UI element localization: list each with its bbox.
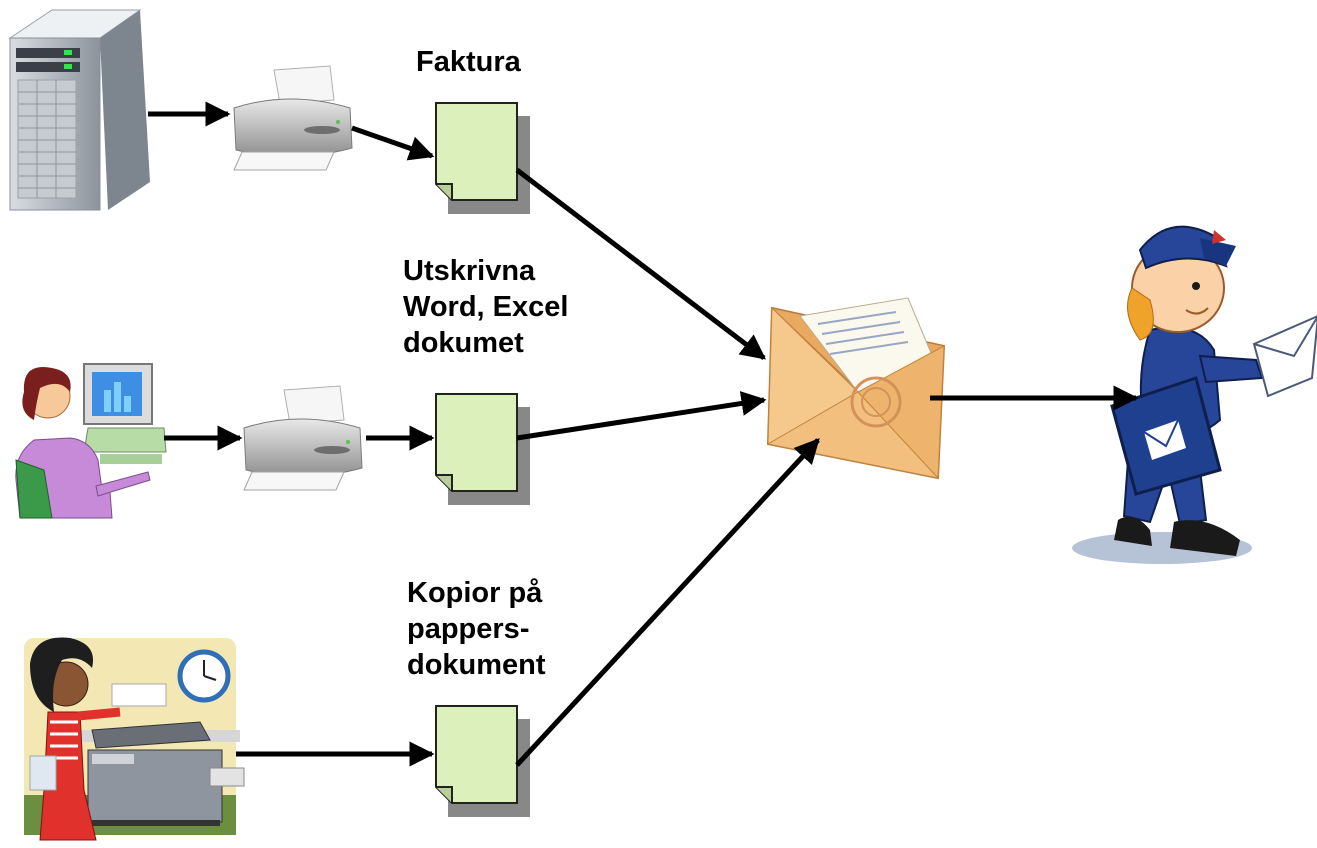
arrow-word-doc-to-envelope (516, 391, 767, 441)
printer-icon (233, 65, 353, 171)
document-icon (435, 393, 530, 505)
document-icon (435, 102, 530, 214)
document-icon (435, 705, 530, 817)
label-faktura: Faktura (416, 44, 521, 80)
arrow-printer-to-faktura (351, 125, 435, 161)
mail-carrier-icon (1072, 225, 1317, 564)
label-line: Kopior på (407, 577, 543, 609)
server-icon (8, 9, 150, 211)
label-paper-copies: Kopior på pappers- dokument (407, 575, 546, 683)
printer-icon (243, 385, 363, 491)
label-line: dokumet (403, 327, 524, 359)
arrow-copy-doc-to-envelope (515, 438, 820, 767)
label-line: Word, Excel (403, 291, 569, 323)
label-line: dokument (407, 649, 546, 681)
label-line: Faktura (416, 46, 521, 78)
envelope-icon (766, 297, 946, 480)
label-line: pappers- (407, 613, 530, 645)
woman-at-copier-icon (24, 637, 245, 841)
label-line: Utskrivna (403, 255, 536, 287)
woman-at-computer-icon (15, 363, 167, 519)
label-word-excel-documents: Utskrivna Word, Excel dokumet (403, 253, 568, 361)
arrow-faktura-to-envelope (515, 168, 766, 360)
